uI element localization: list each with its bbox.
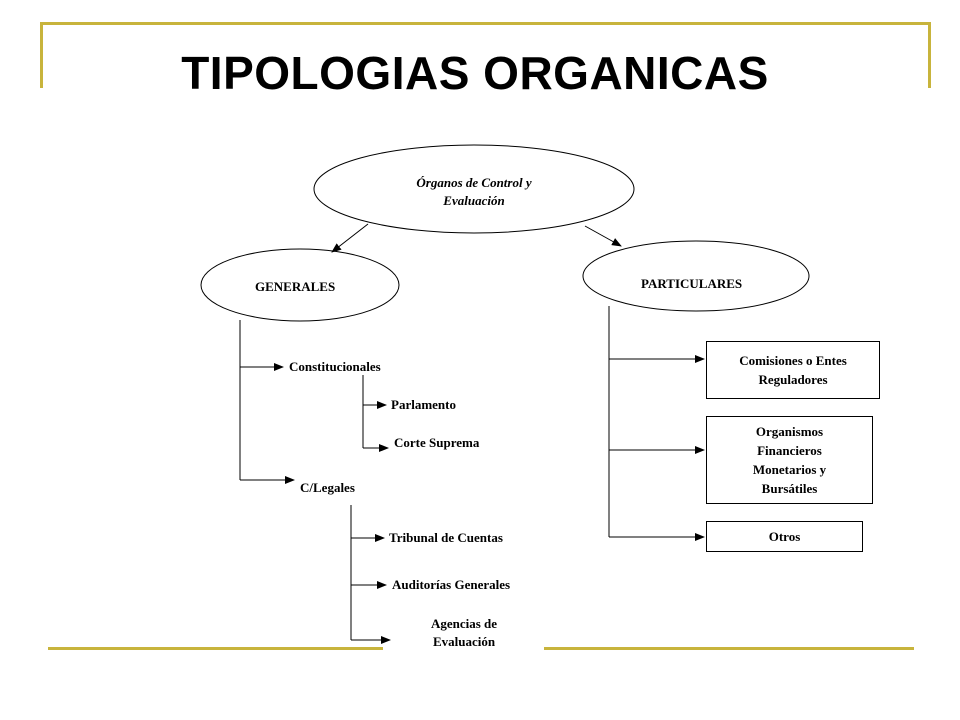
otros-label: Otros	[768, 529, 801, 544]
frame-bottom-line-right	[544, 647, 914, 650]
comisiones-box: Comisiones o Entes Reguladores	[706, 341, 880, 399]
organismos-line2: Financieros	[757, 443, 822, 458]
generales-ellipse	[200, 248, 400, 322]
slide-title: TIPOLOGIAS ORGANICAS	[181, 47, 769, 99]
root-node-line1: Órganos de Control y	[416, 175, 532, 190]
organismos-line4: Bursátiles	[761, 481, 818, 496]
legales-label: C/Legales	[300, 480, 355, 495]
organismos-line1: Organismos	[755, 424, 824, 439]
organismos-box: Organismos Financieros Monetarios y Burs…	[706, 416, 873, 504]
particulares-ellipse	[582, 240, 810, 312]
frame-right-vertical-line	[928, 22, 931, 88]
agencias-line2: Evaluación	[432, 634, 496, 649]
generales-label: GENERALES	[255, 279, 336, 294]
constitucionales-label: Constitucionales	[289, 359, 381, 374]
root-node-label: Órganos de Control y Evaluación	[374, 174, 574, 210]
root-ellipse	[313, 144, 635, 234]
agencias-line1: Agencias de	[430, 616, 498, 631]
frame-left-vertical-line	[40, 22, 43, 88]
organismos-line3: Monetarios y	[752, 462, 827, 477]
auditorias-generales-label: Auditorías Generales	[392, 577, 511, 592]
arrow-root-to-generales	[331, 223, 369, 253]
agencias-label: Agencias de Evaluación	[394, 615, 534, 651]
parlamento-label: Parlamento	[391, 397, 456, 412]
corte-suprema-label: Corte Suprema	[394, 435, 480, 450]
comisiones-line2: Reguladores	[758, 372, 828, 387]
particulares-label: PARTICULARES	[641, 276, 743, 291]
frame-bottom-line-left	[48, 647, 383, 650]
arrow-root-to-particulares	[584, 225, 622, 247]
comisiones-line1: Comisiones o Entes	[739, 353, 847, 368]
frame-top-line	[40, 22, 930, 25]
tribunal-de-cuentas-label: Tribunal de Cuentas	[389, 530, 503, 545]
otros-box: Otros	[706, 521, 863, 552]
root-node-line2: Evaluación	[443, 193, 505, 208]
